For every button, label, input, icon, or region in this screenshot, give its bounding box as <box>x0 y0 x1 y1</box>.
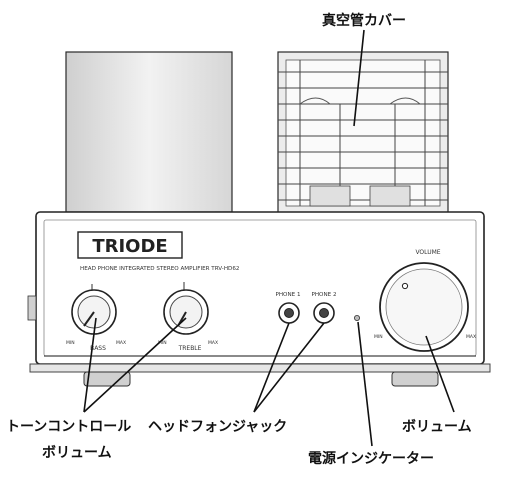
volume-label: VOLUME <box>415 249 440 256</box>
callout-volume: ボリューム <box>402 419 472 435</box>
model-subtitle: HEAD PHONE INTEGRATED STEREO AMPLIFIER T… <box>80 266 239 272</box>
callout-tube-cover: 真空管カバー <box>322 13 406 29</box>
leader-jack-2 <box>253 322 325 413</box>
power-indicator-led <box>353 314 360 321</box>
left-tube-cover <box>65 51 233 213</box>
leader-tube-cover <box>353 29 365 127</box>
callout-headphone-jack: ヘッドフォンジャック <box>148 419 288 435</box>
bass-label: BASS <box>90 345 106 352</box>
headphone-jack-2[interactable] <box>313 302 335 324</box>
callout-tone-control-volume: ボリューム <box>42 445 112 461</box>
treble-min-label: MIN <box>158 340 167 346</box>
leader-treble <box>83 317 187 413</box>
leader-jack-1 <box>253 322 290 413</box>
volume-max-label: MAX <box>466 334 476 340</box>
leader-lines <box>83 29 455 447</box>
bass-max-label: MAX <box>116 340 126 346</box>
treble-label: TREBLE <box>178 345 202 352</box>
callout-tone-control: トーンコントロール <box>6 419 132 435</box>
bass-knob[interactable]: MIN MAX <box>66 284 126 346</box>
callout-power-indicator: 電源インジケーター <box>308 451 434 467</box>
brand-name: TRIODE <box>92 236 167 257</box>
volume-knob[interactable]: MIN MAX <box>374 262 476 352</box>
chassis-front-panel <box>27 211 491 387</box>
treble-knob[interactable]: MIN MAX <box>158 282 218 346</box>
headphone-jack-1[interactable] <box>278 302 300 324</box>
phone1-label: PHONE 1 <box>275 292 300 298</box>
treble-max-label: MAX <box>208 340 218 346</box>
bass-min-label: MIN <box>66 340 75 346</box>
leader-power-indicator <box>357 321 373 447</box>
right-tube-cover <box>277 51 449 215</box>
brand-logo: TRIODE <box>77 231 183 259</box>
phone2-label: PHONE 2 <box>311 292 336 298</box>
leader-volume <box>425 335 455 413</box>
volume-min-label: MIN <box>374 334 383 340</box>
leader-bass <box>83 317 97 413</box>
